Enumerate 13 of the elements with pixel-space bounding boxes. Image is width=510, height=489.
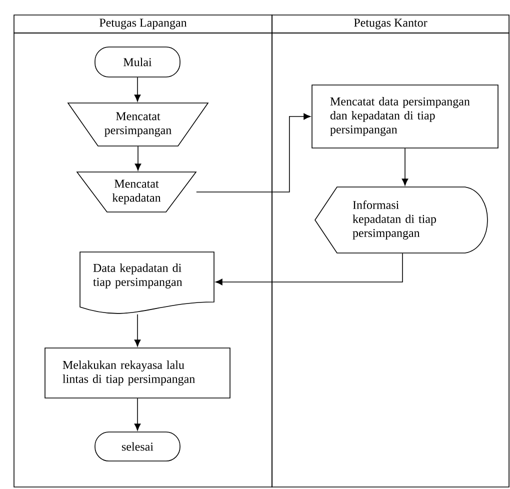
arrow	[134, 398, 141, 431]
arrow	[215, 253, 403, 286]
node-label: Petugas Lapangan	[100, 18, 187, 30]
arrow	[134, 146, 142, 171]
node-label: Petugas Kantor	[354, 18, 428, 30]
arrow	[134, 77, 141, 102]
arrow	[196, 113, 311, 192]
terminal-box: Mulai	[94, 46, 180, 78]
terminal-box: selesai	[94, 432, 180, 462]
process-box: Mencatat data persimpangan dan kepadatan di tiap persimpangan	[312, 84, 498, 148]
arrow	[402, 148, 408, 186]
arrow	[134, 314, 141, 347]
process-box: Melakukan rekayasa lalu lintas di tiap persimpangan	[44, 348, 230, 398]
